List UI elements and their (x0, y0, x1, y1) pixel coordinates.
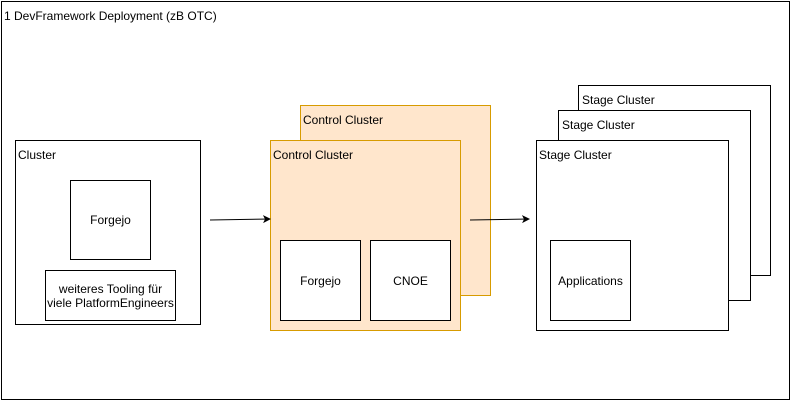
tooling-label-line1: weiteres Tooling für (58, 281, 163, 296)
control-cluster-back-title: Control Cluster (303, 113, 384, 127)
control-forgejo-box: Forgejo (280, 240, 361, 321)
stage-cluster-back-1-title: Stage Cluster (562, 118, 635, 132)
cluster-forgejo-box: Forgejo (70, 180, 151, 260)
control-forgejo-label: Forgejo (300, 273, 341, 288)
cluster-title: Cluster (18, 148, 57, 162)
stage-cluster-back-2-title: Stage Cluster (582, 93, 655, 107)
tooling-label: weiteres Tooling für viele PlatformEngin… (46, 271, 175, 320)
control-cluster-front-title: Control Cluster (273, 148, 354, 162)
stage-cluster-front-title: Stage Cluster (539, 148, 612, 162)
arrow-control-to-stage (469, 215, 530, 224)
applications-label: Applications (558, 273, 623, 288)
cluster-forgejo-label: Forgejo (90, 213, 131, 227)
tooling-box: weiteres Tooling für viele PlatformEngin… (45, 270, 176, 321)
tooling-label-line2: viele PlatformEngineers (47, 295, 174, 310)
deployment-frame-title: 1 DevFramework Deployment (zB OTC) (4, 9, 217, 23)
cnoe-label: CNOE (393, 273, 428, 288)
cnoe-box: CNOE (370, 240, 451, 321)
arrow-cluster-to-control (209, 215, 271, 224)
applications-box: Applications (550, 240, 631, 321)
